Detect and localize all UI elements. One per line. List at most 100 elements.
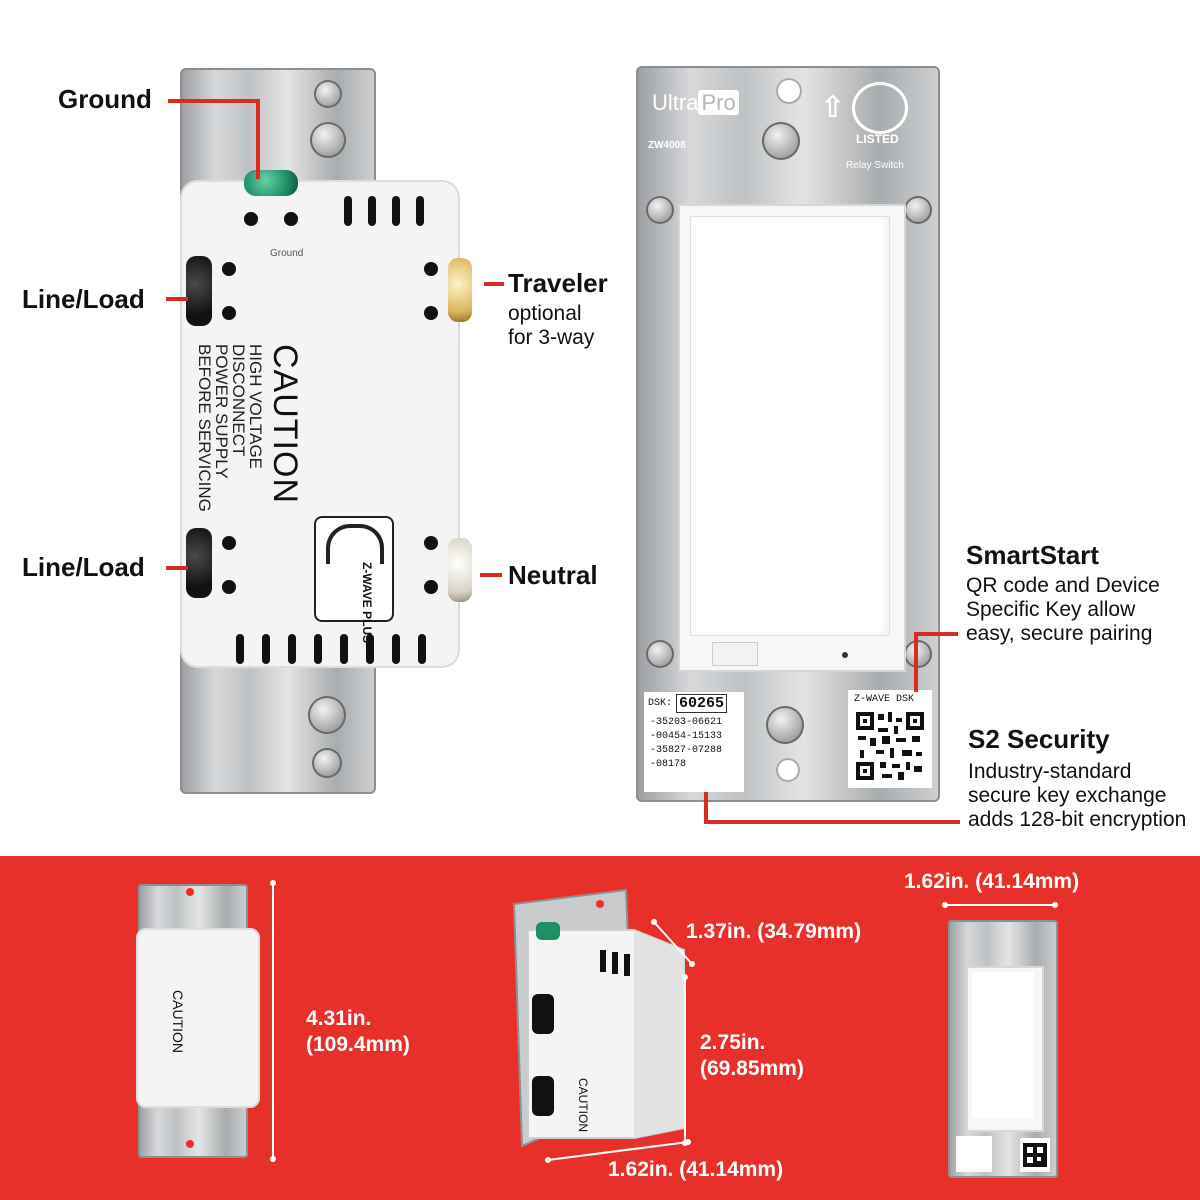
callout-line xyxy=(484,282,504,286)
dsk-line: -35827-07288 xyxy=(650,745,723,756)
mounting-screw-icon xyxy=(762,122,800,160)
s2-security-description: Industry-standard secure key exchange ad… xyxy=(968,760,1187,831)
dsk-label: DSK: 60265 -35203-06621 -00454-15133 -35… xyxy=(644,692,744,792)
callout-line xyxy=(914,632,918,692)
status-led-icon xyxy=(842,652,848,658)
neutral-callout: Neutral xyxy=(508,560,598,590)
terminal-hole xyxy=(424,306,438,320)
vent-slot xyxy=(368,196,376,226)
paddle-button[interactable] xyxy=(690,216,890,636)
caution-heading: CAUTION xyxy=(266,344,304,504)
mounting-screw-icon xyxy=(314,80,342,108)
model-number: ZW4008 xyxy=(648,140,686,151)
dimension-endpoint-icon xyxy=(1052,902,1058,908)
air-gap-switch[interactable] xyxy=(712,642,758,666)
dsk-prefix: DSK: xyxy=(648,698,673,709)
line-load-top-callout: Line/Load xyxy=(22,284,145,314)
callout-line xyxy=(168,99,258,103)
callout-line xyxy=(914,632,958,636)
vent-slot xyxy=(392,196,400,226)
height-dimension-label: 4.31in. (109.4mm) xyxy=(306,1007,410,1056)
dsk-code: 60265 xyxy=(676,694,728,713)
terminal-hole xyxy=(222,306,236,320)
zwave-plus-badge: Z-WAVE PLUS xyxy=(314,516,394,643)
traveler-note: optional for 3-way xyxy=(508,302,595,349)
dimension-endpoint-icon xyxy=(270,1156,276,1162)
caution-warning: HIGH VOLTAGE DISCONNECT POWER SUPPLY BEF… xyxy=(195,344,265,512)
vent-slot xyxy=(418,634,426,664)
mounting-hole-icon xyxy=(776,758,800,782)
depth-dimension-line xyxy=(651,919,695,967)
ul-listed-icon xyxy=(852,82,908,134)
ground-callout: Ground xyxy=(58,84,152,114)
qr-code-icon xyxy=(854,710,926,782)
arrow-up-icon: ⇧ xyxy=(820,91,846,124)
dimension-front-qr-icon xyxy=(1020,1138,1050,1172)
dsk-lines: -35203-06621 -00454-15133 -35827-07288 -… xyxy=(650,716,722,772)
smartstart-title: SmartStart xyxy=(966,540,1099,570)
plate-hole-icon xyxy=(186,888,194,896)
smartstart-description: QR code and Device Specific Key allow ea… xyxy=(966,574,1160,645)
dimension-front-paddle xyxy=(972,972,1034,1118)
vent-slot xyxy=(262,634,270,664)
depth-dimension-label: 1.37in. (34.79mm) xyxy=(686,920,862,943)
body-width-dimension-line xyxy=(545,1139,691,1163)
vent-slot xyxy=(392,634,400,664)
line-load-terminal-icon xyxy=(186,256,212,326)
corner-screw-icon xyxy=(646,196,674,224)
dimension-angled-device xyxy=(512,888,685,1148)
listed-label: LISTED xyxy=(856,132,899,146)
callout-line xyxy=(480,573,502,577)
traveler-callout: Traveler xyxy=(508,268,608,298)
neutral-terminal-icon xyxy=(448,538,472,602)
brand-name-b: Pro xyxy=(698,90,739,115)
mounting-screw-icon xyxy=(308,696,346,734)
vent-slot xyxy=(416,196,424,226)
ground-screw-icon xyxy=(244,170,298,196)
dimension-endpoint-icon xyxy=(942,902,948,908)
body-width-dimension-label: 1.62in. (41.14mm) xyxy=(608,1158,784,1181)
dimension-back-caution: CAUTION xyxy=(170,990,186,1053)
zwave-waves-icon xyxy=(326,524,384,564)
qr-label: Z-WAVE DSK xyxy=(848,690,932,788)
corner-screw-icon xyxy=(646,640,674,668)
terminal-hole xyxy=(244,212,258,226)
callout-line xyxy=(256,99,260,179)
terminal-hole xyxy=(222,580,236,594)
vent-slot xyxy=(314,634,322,664)
dimension-front-dsk xyxy=(956,1136,992,1172)
callout-line xyxy=(704,792,708,822)
zwave-plus-label: Z-WAVE PLUS xyxy=(360,562,374,644)
front-width-dimension-label: 1.62in. (41.14mm) xyxy=(904,870,1080,893)
dimension-angled-caution: CAUTION xyxy=(576,1078,590,1132)
callout-line xyxy=(704,820,960,824)
terminal-hole xyxy=(424,580,438,594)
callout-line xyxy=(166,566,188,570)
dimension-endpoint-icon xyxy=(270,880,276,886)
front-width-dimension-line xyxy=(946,904,1056,906)
mounting-screw-icon xyxy=(766,706,804,744)
dimension-back-housing xyxy=(136,928,260,1108)
line-load-terminal-icon xyxy=(186,528,212,598)
corner-screw-icon xyxy=(904,196,932,224)
ground-terminal-label: Ground xyxy=(270,248,304,259)
body-height-dimension-label: 2.75in. (69.85mm) xyxy=(700,1031,804,1080)
line-load-bottom-callout: Line/Load xyxy=(22,552,145,582)
dsk-line: -35203-06621 xyxy=(650,717,723,728)
height-dimension-line xyxy=(272,884,274,1162)
vent-slot xyxy=(288,634,296,664)
terminal-hole xyxy=(222,262,236,276)
dsk-line: -00454-15133 xyxy=(650,731,723,742)
terminal-hole xyxy=(424,536,438,550)
body-height-dimension-line xyxy=(684,978,686,1144)
terminal-hole xyxy=(284,212,298,226)
mounting-screw-icon xyxy=(310,122,346,158)
mounting-screw-icon xyxy=(312,748,342,778)
relay-label: Relay Switch xyxy=(846,160,904,171)
vent-slot xyxy=(340,634,348,664)
vent-slot xyxy=(366,634,374,664)
corner-screw-icon xyxy=(904,640,932,668)
s2-security-title: S2 Security xyxy=(968,724,1110,754)
dimension-endpoint-icon xyxy=(682,974,688,980)
